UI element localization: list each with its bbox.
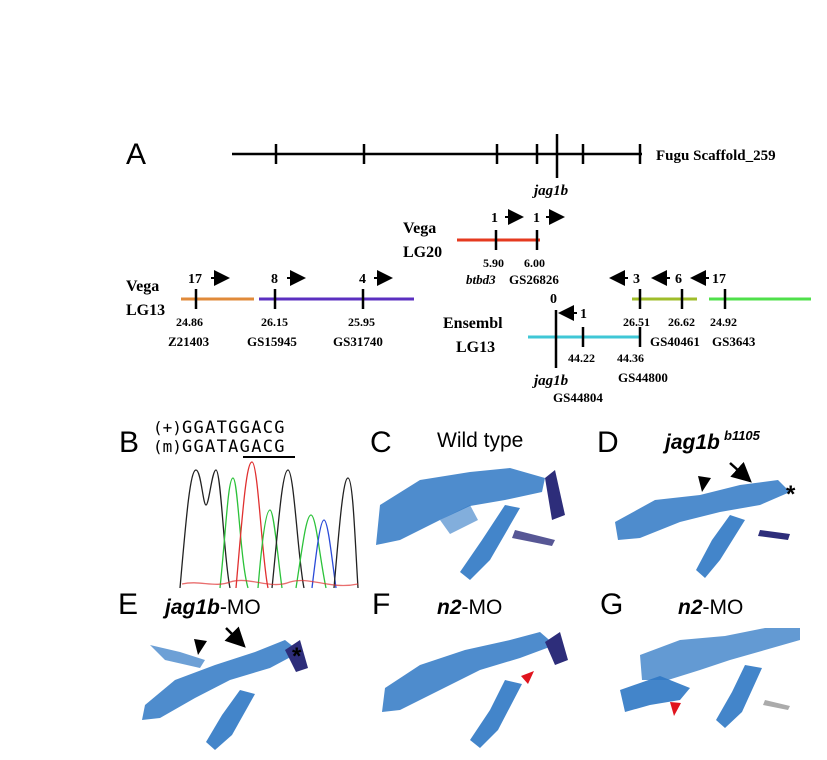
panel-a: A Fugu Scaffold_259 jag1b Vega LG20 1 1 …: [126, 134, 811, 405]
vega-lg13-gene2: GS15945: [247, 334, 297, 349]
chromatogram: [179, 461, 359, 589]
right-gene2: GS3643: [712, 334, 756, 349]
vega-lg13-title1: Vega: [126, 278, 159, 295]
vega-lg13-pos3: 25.95: [348, 315, 375, 329]
ensembl-gene-jag1b: jag1b: [532, 373, 569, 389]
vega-lg20-title1: Vega: [403, 220, 436, 237]
ensembl-gene3: GS44800: [618, 370, 668, 385]
fugu-scaffold: [232, 134, 642, 178]
panel-c: C Wild type: [370, 426, 565, 580]
panel-b-letter: B: [119, 426, 139, 459]
vega-lg20: Vega LG20 1 1 5.90 6.00 btbd3 GS26826: [403, 209, 565, 287]
seq-plus: GGATGGACG: [182, 418, 286, 438]
cartilage-n2-mo-1: [382, 632, 568, 748]
vega-lg13-gene3: GS31740: [333, 334, 383, 349]
ensembl-title2: LG13: [456, 339, 495, 356]
fugu-jag1b-label: jag1b: [532, 183, 569, 199]
vega-lg13-title2: LG13: [126, 302, 165, 319]
seq-m: GGATAGACG: [182, 437, 286, 457]
cartilage-wildtype: [376, 468, 565, 580]
right-num1: 3: [633, 272, 640, 287]
vega-lg13-pos1: 24.86: [176, 315, 203, 329]
ensembl-zero: 0: [550, 292, 557, 307]
ensembl-gene2: GS44804: [553, 390, 603, 405]
right-gene1: GS40461: [650, 334, 700, 349]
seq-m-label: (m): [153, 437, 182, 456]
vega-lg20-gene2: GS26826: [509, 272, 559, 287]
panel-d-title: jag1b: [662, 431, 720, 454]
vega-lg20-num1: 1: [491, 211, 498, 226]
cartilage-n2-mo-2: [620, 628, 800, 728]
vega-lg20-gene1: btbd3: [466, 272, 496, 287]
vega-lg13-pos2: 26.15: [261, 315, 288, 329]
panel-c-title: Wild type: [437, 429, 523, 452]
arrow-icon: [224, 626, 246, 648]
ensembl-pos2: 44.36: [617, 351, 644, 365]
vega-lg20-num2: 1: [533, 211, 540, 226]
panel-c-letter: C: [370, 426, 392, 459]
vega-lg13: Vega LG13 17 8 4 24.86 26.15 25.95 Z2140…: [126, 270, 414, 349]
panel-f-letter: F: [372, 588, 390, 621]
red-arrowhead-icon: [521, 671, 534, 684]
panel-e: E jag1b-MO *: [118, 588, 308, 750]
panel-d-letter: D: [597, 426, 619, 459]
right-pos2: 26.62: [668, 315, 695, 329]
seq-plus-label: (+): [153, 418, 182, 437]
ensembl-pos1: 44.22: [568, 351, 595, 365]
vega-lg13-num2: 8: [271, 272, 278, 287]
panel-e-asterisk: *: [292, 643, 302, 670]
panel-f: F n2-MO: [372, 588, 568, 748]
panel-d: D jag1b b1105 *: [597, 426, 796, 578]
vega-lg20-title2: LG20: [403, 244, 442, 261]
vega-lg20-pos2: 6.00: [524, 256, 545, 270]
ensembl-title1: Ensembl: [443, 315, 503, 332]
ensembl-num: 1: [580, 307, 587, 322]
panel-g-title: n2-MO: [678, 596, 743, 619]
right-pos1: 26.51: [623, 315, 650, 329]
panel-a-letter: A: [126, 138, 146, 171]
vega-lg13-num1: 17: [188, 272, 202, 287]
panel-e-letter: E: [118, 588, 138, 621]
cartilage-jag1b-mutant: [615, 480, 790, 578]
panel-f-title: n2-MO: [437, 596, 502, 619]
cartilage-jag1b-mo: [142, 640, 308, 750]
vega-lg13-num3: 4: [359, 272, 366, 287]
ensembl-lg13: Ensembl LG13 0 1 44.22 44.36 jag1b GS448…: [443, 292, 668, 405]
fugu-scaffold-label: Fugu Scaffold_259: [656, 148, 776, 164]
right-num3: 17: [712, 272, 726, 287]
vega-lg20-pos1: 5.90: [483, 256, 504, 270]
panel-e-title: jag1b-MO: [162, 596, 261, 619]
red-arrowhead-icon: [670, 702, 681, 716]
arrow-icon: [729, 461, 752, 483]
panel-d-asterisk: *: [786, 481, 796, 508]
right-segments: 3 6 17 26.51 26.62 24.92 GS40461 GS3643: [609, 270, 811, 349]
panel-g: G n2-MO: [600, 588, 800, 728]
right-pos3: 24.92: [710, 315, 737, 329]
panel-b: B (+) GGATGGACG (m) GGATAGACG: [119, 418, 359, 589]
right-num2: 6: [675, 272, 682, 287]
arrowhead-icon: [194, 639, 207, 655]
panel-g-letter: G: [600, 588, 623, 621]
arrowhead-icon: [698, 476, 711, 492]
vega-lg13-gene1: Z21403: [168, 334, 210, 349]
panel-d-superscript: b1105: [724, 428, 761, 443]
